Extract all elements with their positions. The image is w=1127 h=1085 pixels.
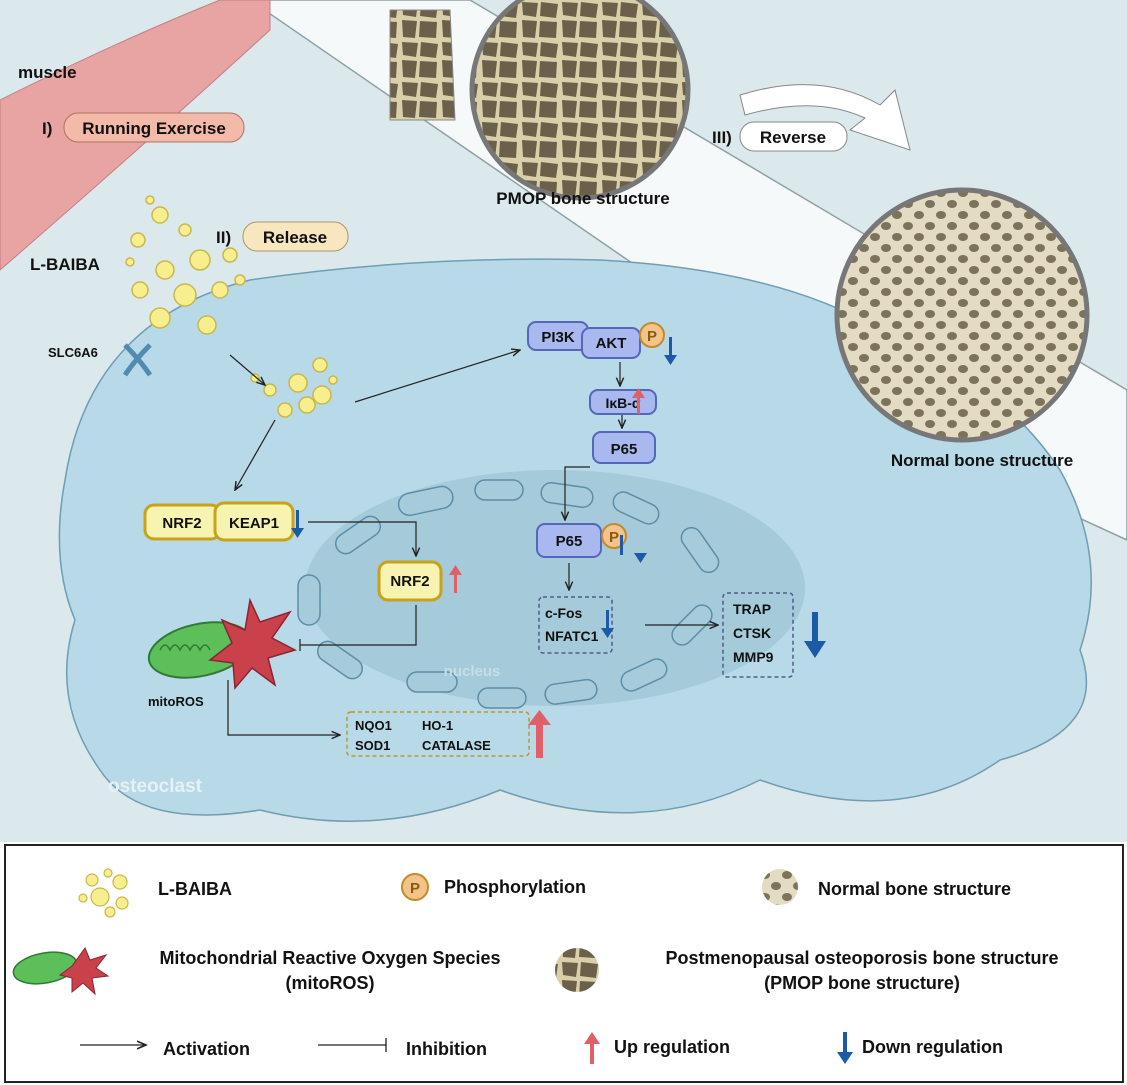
legend-inhibition-label: Inhibition (406, 1039, 487, 1059)
mitochondria-icon (147, 621, 253, 679)
down-arrow-icon (291, 510, 304, 538)
pathway-arrows (227, 350, 718, 735)
mitoros-label: mitoROS (148, 694, 204, 709)
pi3k-label: PI3K (541, 329, 575, 346)
step2-pill (242, 221, 349, 252)
phospho-label: P (647, 328, 657, 345)
legend-normal-bone-label: Normal bone structure (818, 879, 1011, 899)
lbaiba-particles (125, 195, 246, 335)
pmop-label: PMOP bone structure (496, 189, 670, 208)
nqo1-label: NQO1 (355, 718, 392, 733)
legend-pmop-label: Postmenopausal osteoporosis bone structu… (665, 948, 1058, 968)
nrf2-nuclear-label: NRF2 (390, 573, 429, 590)
step1-number: I) (42, 119, 52, 138)
nrf2-keap1-complex: NRF2 KEAP1 (143, 501, 295, 542)
nrf2-label: NRF2 (162, 515, 201, 532)
legend-lbaiba-icon (78, 868, 129, 918)
cfos-label: c-Fos (545, 605, 583, 621)
step2-label: Release (263, 228, 327, 247)
legend-phospho-icon (401, 873, 429, 901)
catalase-label: CATALASE (422, 738, 491, 753)
down-arrow-icon (664, 337, 677, 365)
sod1-label: SOD1 (355, 738, 390, 753)
normal-bone-label: Normal bone structure (891, 451, 1073, 470)
lbaiba-label: L-BAIBA (30, 255, 100, 274)
legend-phospho-label: Phosphorylation (444, 877, 586, 897)
mmp9-label: MMP9 (733, 649, 774, 665)
reverse-curved-arrow (739, 84, 911, 151)
slc6a6-transporter-icon (122, 343, 153, 377)
ikb-label: IκB-α (605, 395, 640, 411)
legend-phospho-glyph: P (410, 880, 420, 897)
p65-label: P65 (611, 441, 638, 458)
normal-bone-circle (834, 187, 1090, 443)
legend-down-arrow-icon (837, 1032, 853, 1064)
pmop-bone-circle (469, 0, 691, 201)
up-arrow-icon (449, 565, 462, 593)
step3-label: Reverse (760, 128, 826, 147)
legend-pmop-icon (555, 948, 599, 992)
akt-label: AKT (596, 335, 627, 352)
legend-up-label: Up regulation (614, 1037, 730, 1057)
ho1-label: HO-1 (422, 718, 453, 733)
up-arrow-icon (632, 388, 645, 414)
legend-up-arrow-icon (584, 1032, 600, 1064)
trap-label: TRAP (733, 601, 771, 617)
ikb-node: IκB-α (589, 389, 657, 415)
phospho-icon: P (639, 322, 665, 348)
legend-mitoros-label: Mitochondrial Reactive Oxygen Species (159, 948, 500, 968)
pi3k-node: PI3K (527, 321, 589, 351)
phospho-label: P (609, 529, 619, 546)
p65-phospho-node: P65 (536, 523, 602, 558)
nucleus-label: nucleus (444, 663, 501, 680)
legend-normal-bone-icon (762, 869, 798, 905)
nuclear-envelope (297, 479, 720, 709)
legend-down-label: Down regulation (862, 1037, 1003, 1057)
muscle-label: muscle (18, 63, 77, 82)
step2-number: II) (216, 228, 231, 247)
p65-node: P65 (592, 431, 656, 464)
cfos-nfatc1-box: c-Fos NFATC1 (538, 596, 613, 654)
legend-lbaiba-label: L-BAIBA (158, 879, 232, 899)
legend-activation-label: Activation (163, 1039, 250, 1059)
antioxidant-genes-box: NQO1 HO-1 SOD1 CATALASE (346, 711, 530, 757)
step3-number: III) (712, 128, 732, 147)
ctsk-label: CTSK (733, 625, 771, 641)
down-arrow-icon (601, 610, 614, 638)
legend-inhibition-icon (318, 1038, 387, 1052)
nfatc1-label: NFATC1 (545, 628, 599, 644)
up-arrow-icon (528, 710, 551, 758)
bone-cross-section (389, 9, 456, 121)
lbaiba-particles-intracellular (250, 357, 338, 418)
keap1-label: KEAP1 (229, 515, 279, 532)
legend-mitoros-icon (12, 946, 110, 996)
step1-pill (63, 112, 245, 143)
osteoclast-markers-box: TRAP CTSK MMP9 (722, 592, 794, 678)
down-arrow-icon (804, 612, 826, 658)
ros-burst-icon (208, 597, 297, 690)
step1-label: Running Exercise (82, 119, 226, 138)
osteoclast-label: osteoclast (108, 776, 203, 797)
slc6a6-label: SLC6A6 (48, 345, 98, 360)
down-arrow-icon (620, 535, 647, 563)
p65p-label: P65 (556, 533, 583, 550)
nrf2-nuclear-node: NRF2 (377, 560, 443, 602)
legend-pmop-sublabel: (PMOP bone structure) (764, 973, 960, 993)
akt-node: AKT (581, 327, 641, 359)
legend-mitoros-sublabel: (mitoROS) (286, 973, 375, 993)
step3-pill (739, 121, 848, 152)
nucleus (305, 470, 805, 706)
